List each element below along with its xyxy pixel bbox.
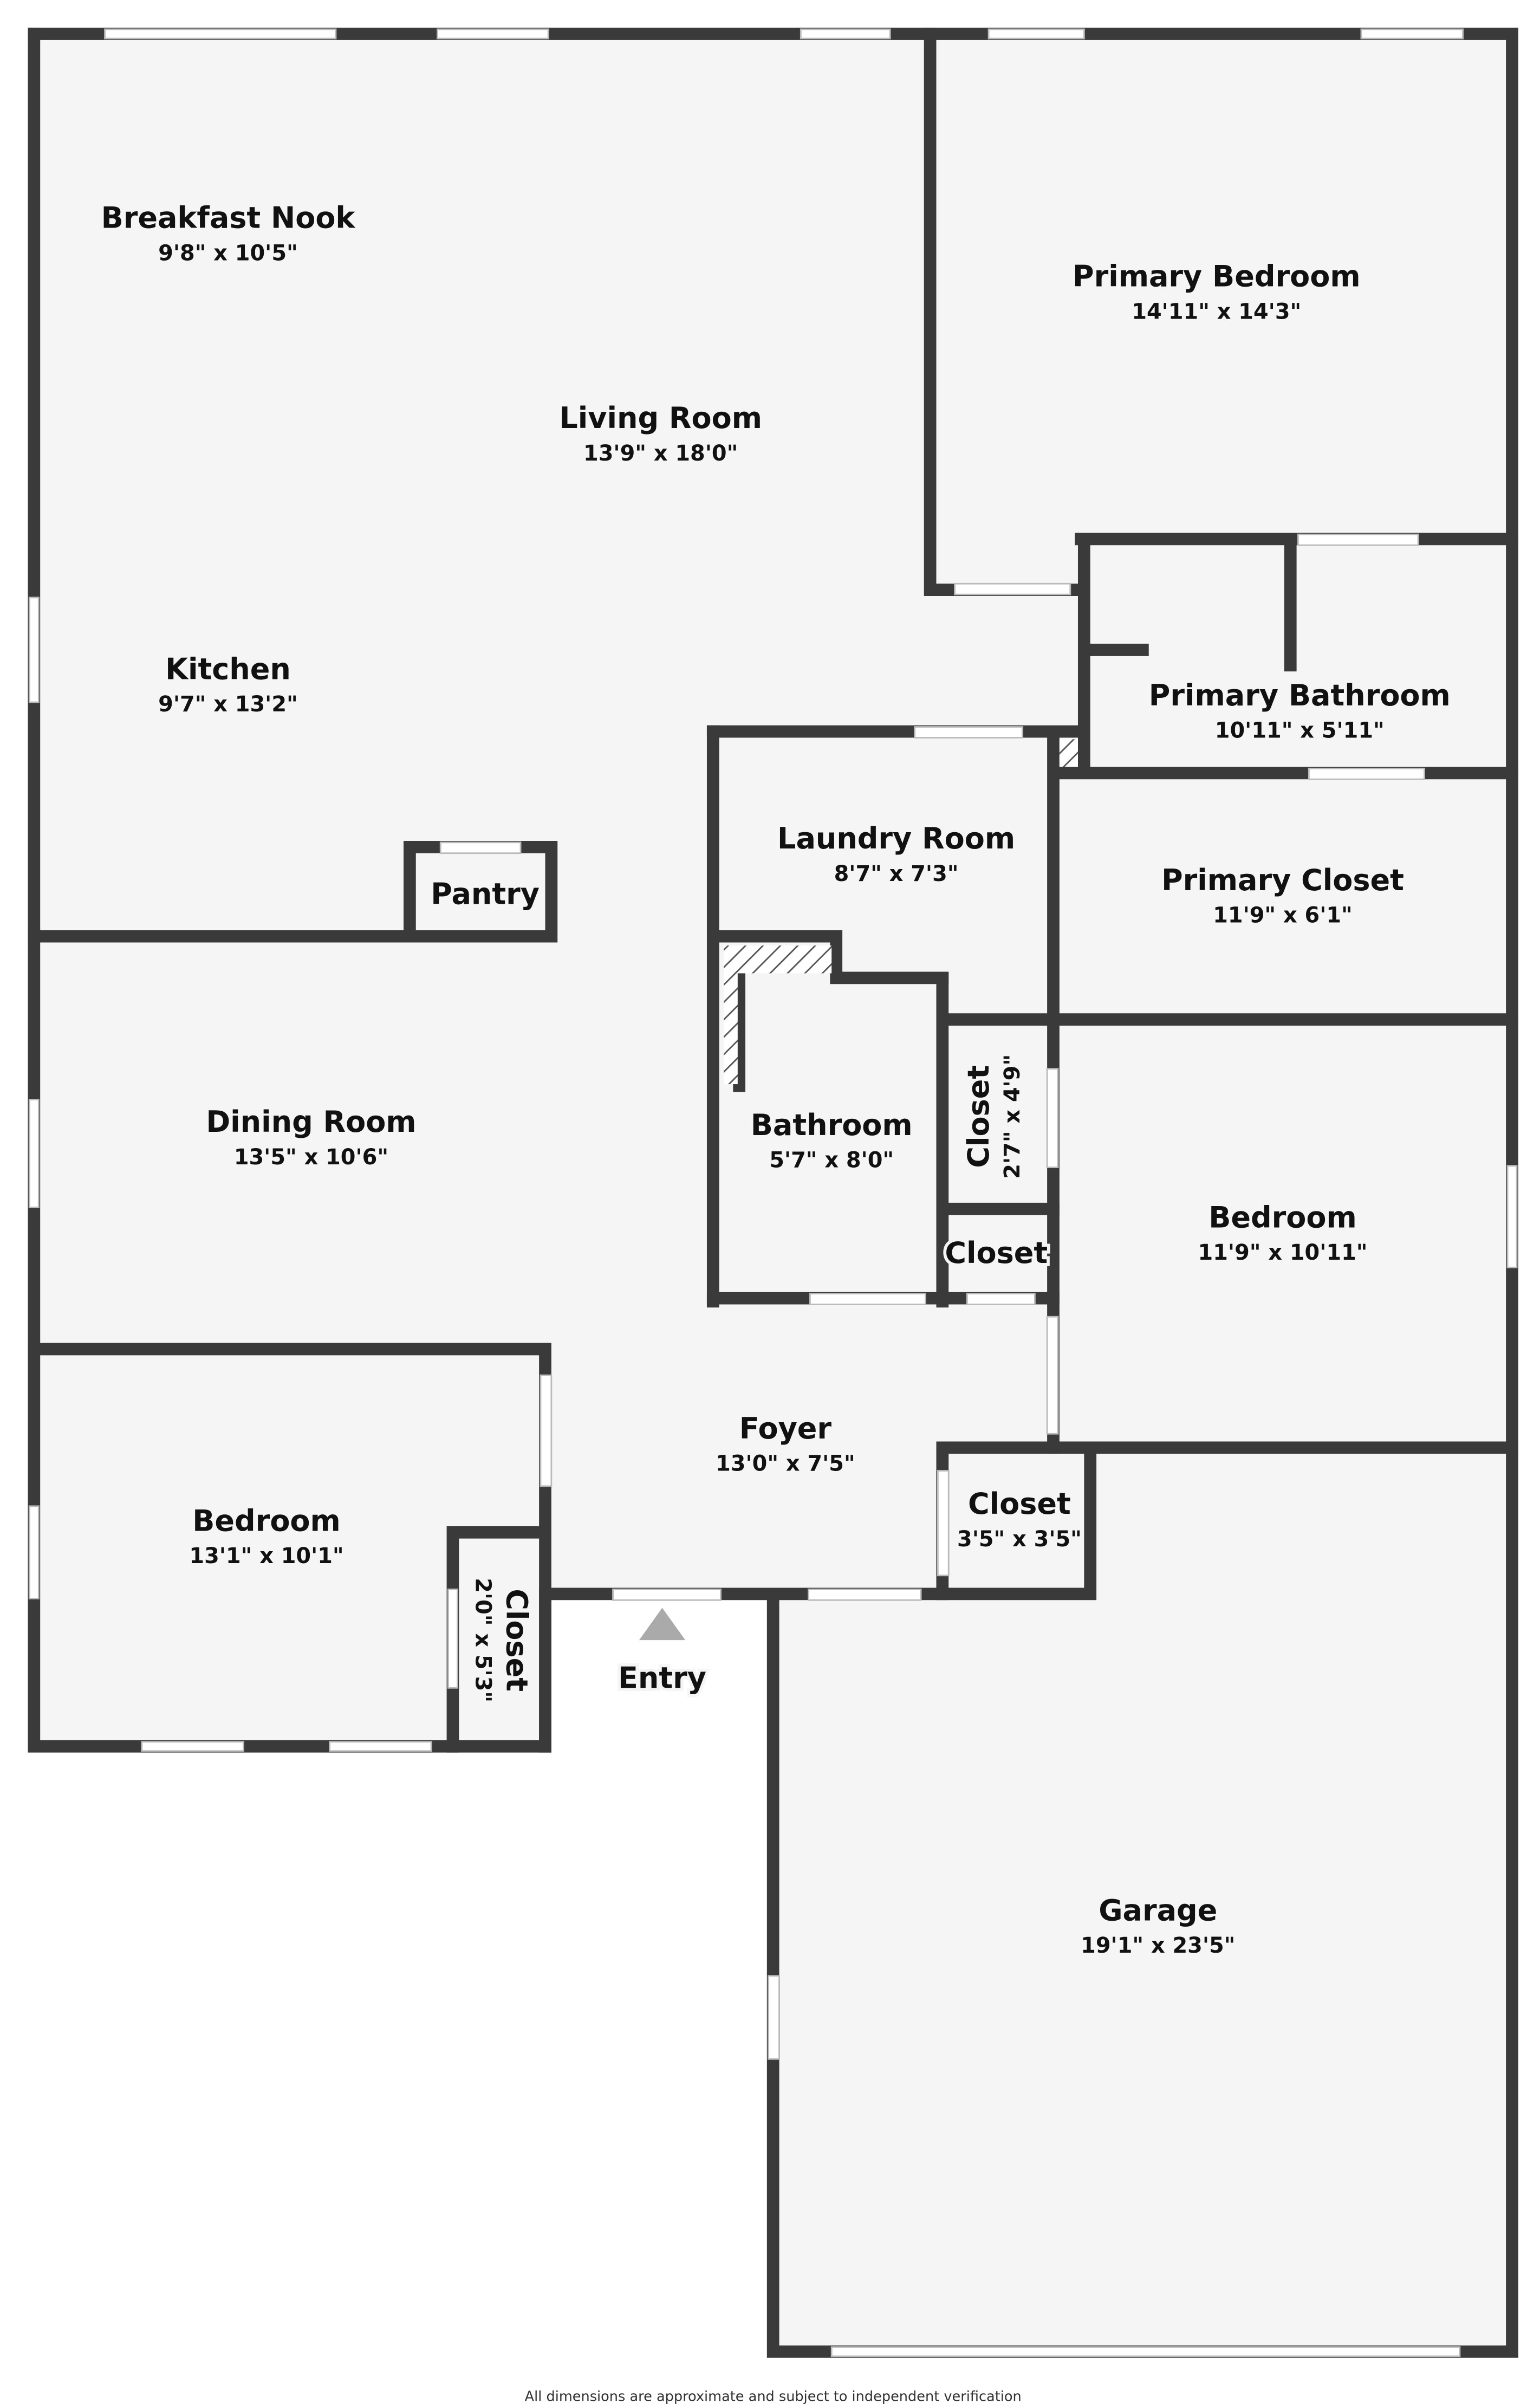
room-name: Closet [961,1065,996,1168]
room-dims: 13'5" x 10'6" [234,1145,388,1170]
room-name: Laundry Room [777,821,1015,856]
room-dims: 14'11" x 14'3" [1132,299,1301,324]
room-dims: 9'7" x 13'2" [158,692,298,717]
room-dims: 13'9" x 18'0" [583,441,738,466]
room-dims: 10'11" x 5'11" [1215,718,1385,743]
room-name: Foyer [739,1411,832,1446]
room-name: Primary Bedroom [1073,260,1361,294]
hatched-area [1059,739,1078,767]
room-dims: 8'7" x 7'3" [834,861,959,886]
room-name: Primary Bathroom [1149,678,1451,712]
room-name: Pantry [431,877,540,911]
entry-arrow-icon [639,1608,686,1641]
windows [28,28,1518,2357]
hatched-area [724,945,738,1085]
room-name: Closet [499,1589,534,1692]
room-name: Bedroom [192,1504,341,1538]
room-name: Closet [968,1487,1071,1521]
room-name: Bathroom [751,1108,913,1142]
room-dims: 9'8" x 10'5" [158,241,298,265]
room-name: Bedroom [1208,1200,1357,1234]
room-name: Breakfast Nook [101,201,356,235]
room-name: Dining Room [206,1105,416,1139]
room-name: Kitchen [165,652,291,686]
entry-label: Entry [618,1661,706,1695]
room-dims: 5'7" x 8'0" [769,1148,894,1173]
room-dims: 2'0" x 5'3" [471,1578,496,1702]
room-name: Closet [945,1236,1048,1270]
floor-areas [34,34,1512,2352]
room-name: Garage [1099,1893,1217,1927]
room-dims: 13'1" x 10'1" [189,1544,343,1569]
room-dims: 11'9" x 6'1" [1213,903,1353,928]
disclaimer: All dimensions are approximate and subje… [525,2388,1022,2404]
room-dims: 13'0" x 7'5" [716,1452,855,1476]
hatched-area [724,945,832,974]
room-dims: 3'5" x 3'5" [957,1527,1082,1552]
room-name: Living Room [559,401,762,435]
room-dims: 2'7" x 4'9" [1000,1054,1025,1179]
room-dims: 11'9" x 10'11" [1198,1240,1368,1265]
room-name: Primary Closet [1161,863,1404,897]
room-dims: 19'1" x 23'5" [1081,1933,1235,1958]
